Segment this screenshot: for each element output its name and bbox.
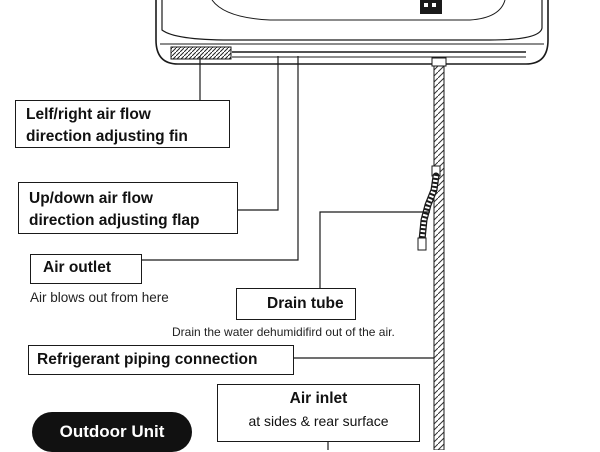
- refrigerant-pipe: [431, 57, 447, 450]
- label-drain-tube-title: Drain tube: [267, 295, 344, 312]
- label-air-inlet: Air inlet at sides & rear surface: [217, 384, 420, 442]
- label-air-outlet: Air outlet: [30, 254, 142, 284]
- label-air-flow-flap-line1: Up/down air flow: [29, 190, 153, 207]
- outdoor-unit-badge: Outdoor Unit: [32, 412, 192, 452]
- label-air-outlet-title: Air outlet: [43, 259, 112, 276]
- label-air-flow-flap: Up/down air flow direction adjusting fla…: [18, 182, 238, 234]
- label-air-flow-flap-line2: direction adjusting flap: [29, 212, 200, 229]
- indoor-unit-body: [155, 0, 549, 65]
- air-grille: [170, 46, 232, 60]
- label-air-inlet-title: Air inlet: [289, 390, 348, 407]
- label-air-flow-fin-line1: Lelf/right air flow: [26, 106, 151, 123]
- label-air-flow-fin: Lelf/right air flow direction adjusting …: [15, 100, 230, 148]
- drain-tube-caption: Drain the water dehumidifird out of the …: [172, 325, 395, 339]
- label-air-inlet-caption: at sides & rear surface: [248, 413, 389, 429]
- leader-lines: [140, 56, 434, 450]
- label-drain-tube: Drain tube: [236, 288, 356, 320]
- label-air-flow-fin-line2: direction adjusting fin: [26, 128, 188, 145]
- drain-hose: [417, 165, 441, 251]
- label-refrigerant-piping-title: Refrigerant piping connection: [37, 351, 258, 368]
- label-refrigerant-piping: Refrigerant piping connection: [28, 345, 294, 375]
- air-outlet-caption: Air blows out from here: [30, 290, 169, 305]
